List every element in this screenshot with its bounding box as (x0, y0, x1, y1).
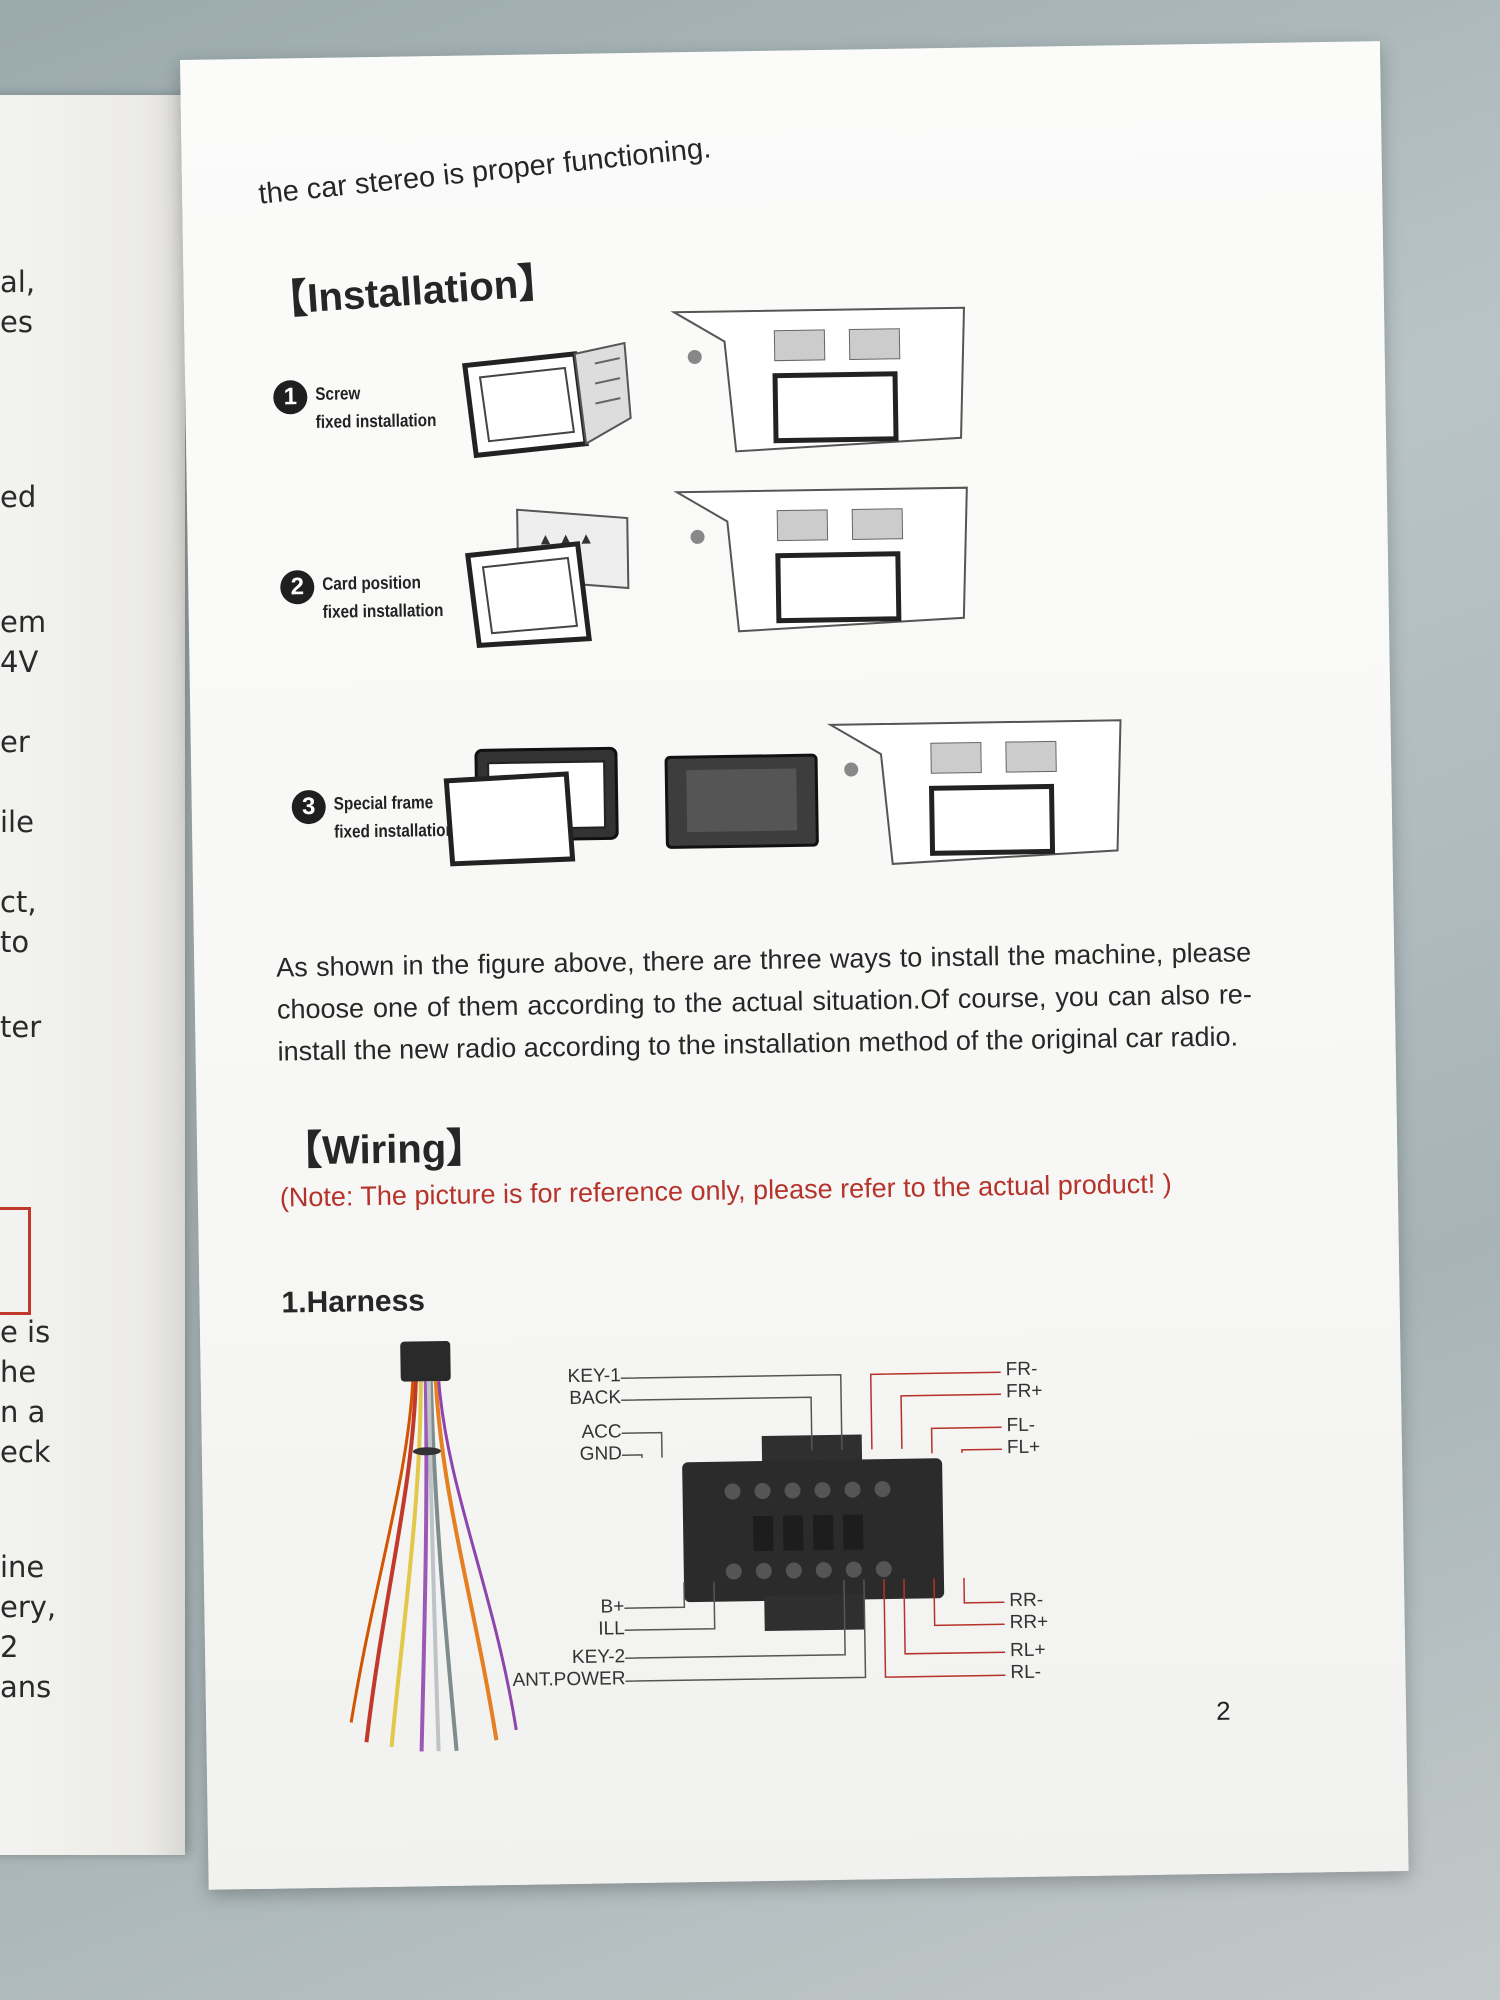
left-page-fragment: es (0, 305, 33, 339)
pin-label-fr-plus: FR+ (1005, 1380, 1043, 1403)
left-page-fragment: ct, (0, 885, 37, 919)
pin-leader-lines (620, 1371, 1006, 1682)
step-2-line2: fixed installation (322, 599, 444, 622)
pin-label-gnd: GND (579, 1443, 623, 1465)
pin-label-ill: ILL (598, 1618, 625, 1640)
left-page-fragment: er (0, 725, 30, 759)
left-page-fragment: n a (0, 1395, 46, 1429)
screw-install-unit-illustration (462, 341, 632, 459)
left-page-fragment: ans (0, 1670, 52, 1704)
step-1-line1: Screw (315, 383, 361, 404)
pin-label-key-2: KEY-2 (571, 1646, 626, 1669)
wire-harness-bundle-illustration (349, 1340, 518, 1752)
intro-line: the car stereo is proper functioning. (257, 132, 713, 211)
left-page-fragment: eck (0, 1435, 51, 1469)
manual-page: the car stereo is proper functioning. 【I… (180, 41, 1409, 1890)
red-boxed-fragment: il (0, 1207, 31, 1315)
step-1-number: 1 (273, 380, 308, 415)
left-page-fragment: al, (0, 265, 36, 299)
left-page-fragment: e is (0, 1315, 51, 1349)
step-1: 1 Screw fixed installation (273, 378, 458, 437)
step-3-line1: Special frame (333, 792, 434, 814)
left-page-fragment: he (0, 1355, 37, 1389)
pin-label-back: BACK (569, 1387, 622, 1410)
step-3-number: 3 (291, 789, 327, 825)
wiring-heading: 【Wiring】 (281, 1126, 487, 1174)
pin-label-fr-minus: FR- (1005, 1358, 1038, 1381)
left-page-fragment: ery, (0, 1590, 57, 1624)
left-page: al, es ed em 4V er ile ct, to ter e is he n a eck ine e… (0, 95, 185, 1855)
step-2-line1: Card position (322, 572, 421, 594)
installation-heading: 【Installation】 (266, 259, 560, 324)
pin-label-rl-minus: RL- (1010, 1661, 1042, 1684)
pin-label-acc: ACC (581, 1421, 622, 1443)
step-2: 2 Card position fixed installation (280, 568, 465, 627)
step-3-line2: fixed installation (333, 819, 456, 842)
pin-label-fl-minus: FL- (1006, 1414, 1036, 1437)
page-number: 2 (1215, 1695, 1231, 1726)
dashboard-illustration-2 (673, 486, 968, 633)
left-page-fragment: 2 (0, 1630, 19, 1664)
left-page-fragment: to (0, 925, 30, 959)
card-install-unit-illustration: ▲ ▲ ▲ (465, 508, 630, 649)
pin-label-ant-power: ANT.POWER (512, 1668, 626, 1691)
dashboard-illustration-1 (670, 306, 966, 453)
pin-label-rl-plus: RL+ (1009, 1639, 1046, 1662)
step-2-number: 2 (280, 569, 315, 605)
pin-label-key-1: KEY-1 (567, 1365, 621, 1388)
left-page-fragment: ed (0, 480, 37, 514)
pin-label-rr-plus: RR+ (1009, 1611, 1049, 1634)
left-page-fragment: ile (0, 805, 34, 839)
left-page-fragment: em (0, 605, 47, 639)
pin-label-fl-plus: FL+ (1006, 1436, 1041, 1459)
left-page-fragment: ter (0, 1010, 42, 1044)
left-page-fragment: ine (0, 1550, 45, 1584)
installation-paragraph: As shown in the figure above, there are … (276, 937, 1253, 1067)
special-frame-illustration (443, 746, 819, 867)
step-1-line2: fixed installation (315, 410, 437, 432)
pin-label-b-plus: B+ (600, 1596, 625, 1618)
left-page-fragment: 4V (0, 645, 39, 679)
dashboard-illustration-3 (826, 719, 1122, 865)
pin-label-rr-minus: RR- (1009, 1589, 1044, 1612)
harness-heading: 1.Harness (281, 1284, 426, 1320)
